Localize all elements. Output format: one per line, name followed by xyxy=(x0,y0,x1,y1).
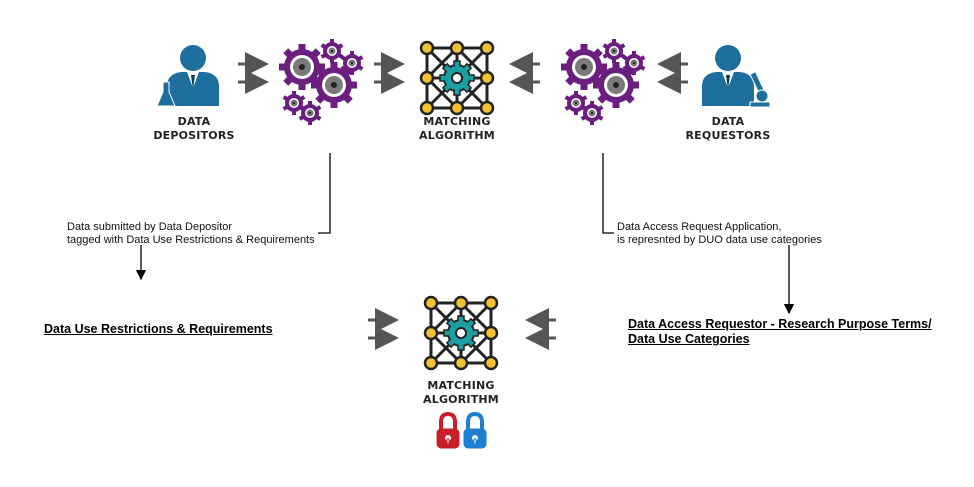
depositor-note: Data submitted by Data Depositor tagged … xyxy=(67,221,327,247)
arrows-gears-to-matching xyxy=(374,52,405,94)
arrows-requestor-terms-to-matching xyxy=(525,308,556,350)
requestor-terms-heading: Data Access Requestor - Research Purpose… xyxy=(628,317,958,347)
matching-label-top-line2: ALGORITHM xyxy=(419,129,495,142)
requestor-terms-heading-line1: Data Access Requestor - Research Purpose… xyxy=(628,317,932,331)
person-microscope-icon xyxy=(702,45,771,108)
matching-label-bottom-line1: MATCHING xyxy=(427,379,495,392)
arrows-restrictions-to-matching xyxy=(368,308,399,350)
arrows-requestor-gears-to-matching xyxy=(509,52,540,94)
depositors-label-line2: DEPOSITORS xyxy=(153,129,235,142)
depositor-note-line2: tagged with Data Use Restrictions & Requ… xyxy=(67,234,315,246)
requestor-terms-heading-line2: Data Use Categories xyxy=(628,332,750,346)
requestors-label-line2: REQUESTORS xyxy=(685,129,771,142)
requestor-note-line1: Data Access Request Application, xyxy=(617,221,782,233)
depositors-label: DATA DEPOSITORS xyxy=(148,115,240,143)
network-gear-icon xyxy=(419,40,495,116)
matching-label-bottom: MATCHING ALGORITHM xyxy=(412,379,510,407)
connector-right xyxy=(602,153,795,315)
gears-icon xyxy=(279,39,363,125)
requestors-label-line1: DATA xyxy=(711,115,745,128)
depositors-label-line1: DATA xyxy=(177,115,211,128)
requestor-note-line2: is represnted by DUO data use categories xyxy=(617,234,822,246)
arrows-requestors-to-gears xyxy=(657,52,688,94)
matching-label-bottom-line2: ALGORITHM xyxy=(423,393,499,406)
requestors-label: DATA REQUESTORS xyxy=(682,115,774,143)
restrictions-heading: Data Use Restrictions & Requirements xyxy=(44,322,273,336)
connector-left xyxy=(135,153,331,281)
arrows-depositors-to-gears xyxy=(238,52,269,94)
network-gear-icon xyxy=(423,295,499,371)
gears-icon xyxy=(561,39,645,125)
matching-label-top: MATCHING ALGORITHM xyxy=(408,115,506,143)
matching-label-top-line1: MATCHING xyxy=(423,115,491,128)
person-flask-icon xyxy=(156,45,219,107)
red-padlock-icon xyxy=(435,412,461,450)
depositor-note-line1: Data submitted by Data Depositor xyxy=(67,221,233,233)
requestor-note: Data Access Request Application, is repr… xyxy=(617,221,857,247)
blue-padlock-icon xyxy=(462,412,488,450)
